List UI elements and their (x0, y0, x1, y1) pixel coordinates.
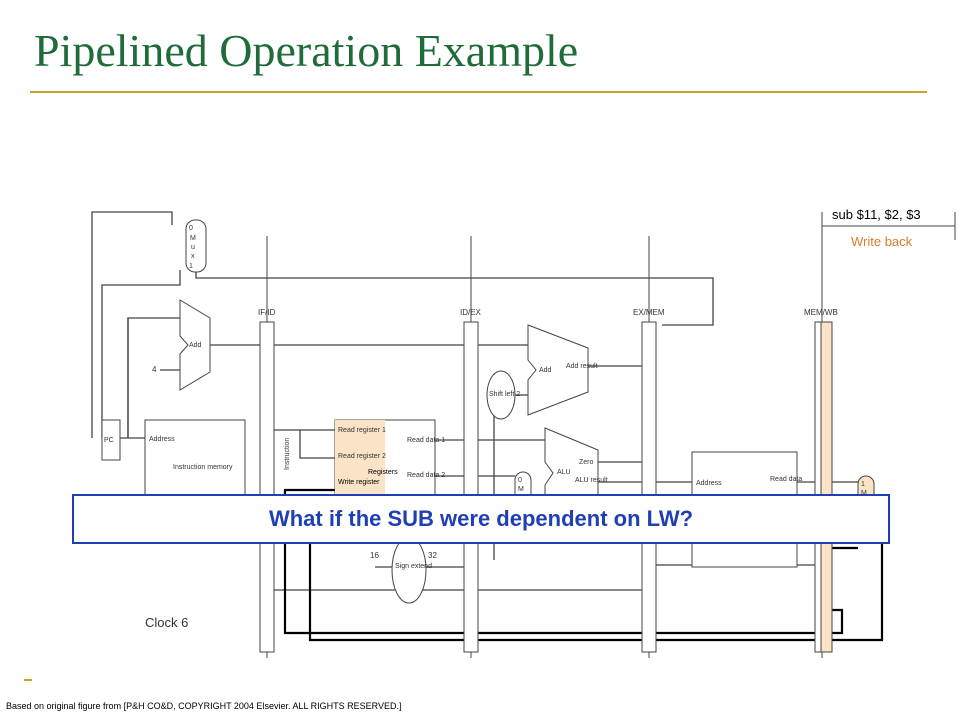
branch-adder (527, 324, 589, 416)
exmem-label: EX/MEM (633, 308, 665, 317)
mux-top-x: x (191, 253, 195, 260)
mux-top-u: u (191, 244, 195, 251)
branch-adder-result: Add result (566, 363, 598, 370)
read-data-2-label: Read data 2 (407, 472, 445, 479)
instr-to-rr2-wire (299, 430, 335, 459)
instruction-memory (144, 419, 246, 501)
pc-source-mux (185, 219, 207, 273)
question-callout: What if the SUB were dependent on LW? (72, 494, 890, 544)
const-4-label: 4 (152, 365, 157, 374)
sign-extend-label: Sign extend (395, 563, 432, 570)
figure-credit: Based on original figure from [P&H CO&D,… (6, 701, 402, 711)
dmem-read-data-label: Read data (770, 476, 802, 483)
alu-label: ALU (557, 469, 571, 476)
ifid-register (259, 321, 275, 653)
title-underline (30, 91, 927, 93)
memwb-label: MEM/WB (804, 308, 838, 317)
alu-result-label: ALU result (575, 477, 608, 484)
mux-top-0: 0 (189, 225, 193, 232)
dmem-address-label: Address (696, 480, 722, 487)
branch-adder-label: Add (539, 367, 552, 374)
footer-dash (24, 679, 32, 681)
slide-title: Pipelined Operation Example (34, 25, 579, 76)
shift-label: Shift left 2 (489, 391, 520, 398)
instruction-label: sub $11, $2, $3 (832, 207, 921, 222)
stage-label: Write back (851, 234, 913, 249)
alu-mux-0: 0 (518, 477, 522, 484)
ifid-label: IF/ID (258, 308, 276, 317)
program-counter (101, 419, 121, 461)
imem-label: Instruction memory (173, 464, 233, 471)
wb-mux-1: 1 (861, 481, 865, 488)
idex-label: ID/EX (460, 308, 482, 317)
idex-register (463, 321, 479, 653)
sign-extend (391, 536, 427, 604)
callout-text: What if the SUB were dependent on LW? (268, 506, 694, 531)
instruction-bus-label: Instruction (284, 438, 291, 470)
shift-left-2 (486, 370, 516, 420)
registers-title: Registers (368, 469, 398, 476)
pc-adder-label: Add (189, 342, 202, 349)
pc-input-wire (101, 270, 181, 438)
read-register-1-label: Read register 1 (338, 427, 386, 434)
sign-extend-in-bits: 16 (370, 551, 379, 560)
register-file-highlight (335, 420, 385, 495)
writeback-reg-wire (283, 488, 844, 635)
pc-label: PC (104, 437, 114, 444)
wb-mux-m: M (861, 490, 867, 497)
alu-zero-label: Zero (579, 459, 594, 466)
pc-adder (179, 299, 211, 391)
imem-address-label: Address (149, 436, 175, 443)
mux-top-1: 1 (189, 263, 193, 270)
branch-feedback-wire (91, 211, 173, 438)
read-register-2-label: Read register 2 (338, 453, 386, 460)
memwb-highlight (820, 321, 833, 653)
sign-extend-out-bits: 32 (428, 551, 437, 560)
exmem-register (641, 321, 657, 653)
mux-top-m: M (190, 235, 196, 242)
alu-mux-m: M (518, 486, 524, 493)
clock-label: Clock 6 (145, 615, 188, 630)
write-register-label: Write register (338, 479, 380, 486)
read-data-1-label: Read data 1 (407, 437, 445, 444)
